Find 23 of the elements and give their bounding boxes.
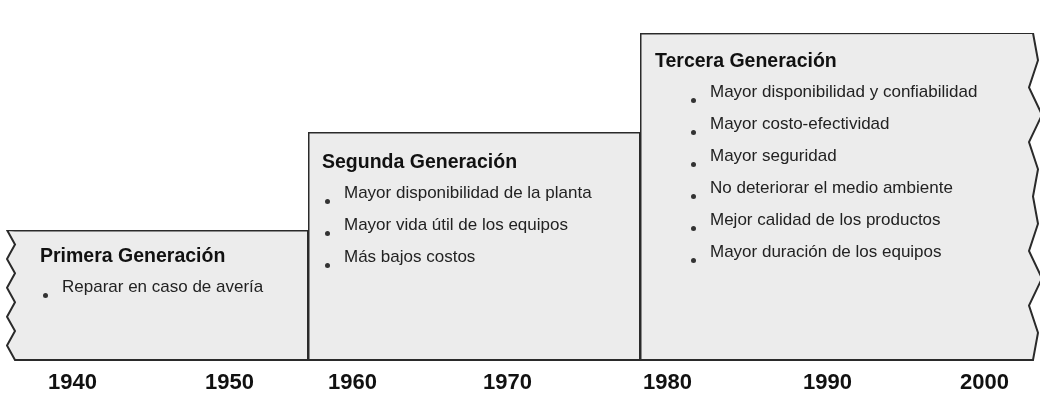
year-label: 2000 bbox=[960, 369, 1009, 395]
year-label: 1940 bbox=[48, 369, 97, 395]
step-box bbox=[6, 230, 309, 361]
list-item: Mayor disponibilidad de la planta bbox=[344, 182, 593, 204]
list-item: No deteriorar el medio ambiente bbox=[710, 177, 954, 199]
generation-heading: Primera Generación bbox=[40, 244, 226, 267]
list-item: Reparar en caso de avería bbox=[62, 276, 265, 298]
list-item: Mayor duración de los equipos bbox=[710, 241, 943, 263]
generation-heading: Segunda Generación bbox=[322, 150, 518, 173]
year-label: 1960 bbox=[328, 369, 377, 395]
year-label: 1950 bbox=[205, 369, 254, 395]
year-label: 1970 bbox=[483, 369, 532, 395]
list-item: Más bajos costos bbox=[344, 246, 477, 268]
list-item: Mayor vida útil de los equipos bbox=[344, 214, 569, 236]
list-item: Mayor disponibilidad y confiabilidad bbox=[710, 81, 979, 103]
year-label: 1990 bbox=[803, 369, 852, 395]
list-item: Mayor seguridad bbox=[710, 145, 838, 167]
list-item: Mayor costo-efectividad bbox=[710, 113, 891, 135]
generation-heading: Tercera Generación bbox=[655, 49, 837, 72]
year-label: 1980 bbox=[643, 369, 692, 395]
step-box bbox=[640, 33, 1040, 361]
list-item: Mejor calidad de los productos bbox=[710, 209, 942, 231]
step-box bbox=[308, 132, 641, 361]
